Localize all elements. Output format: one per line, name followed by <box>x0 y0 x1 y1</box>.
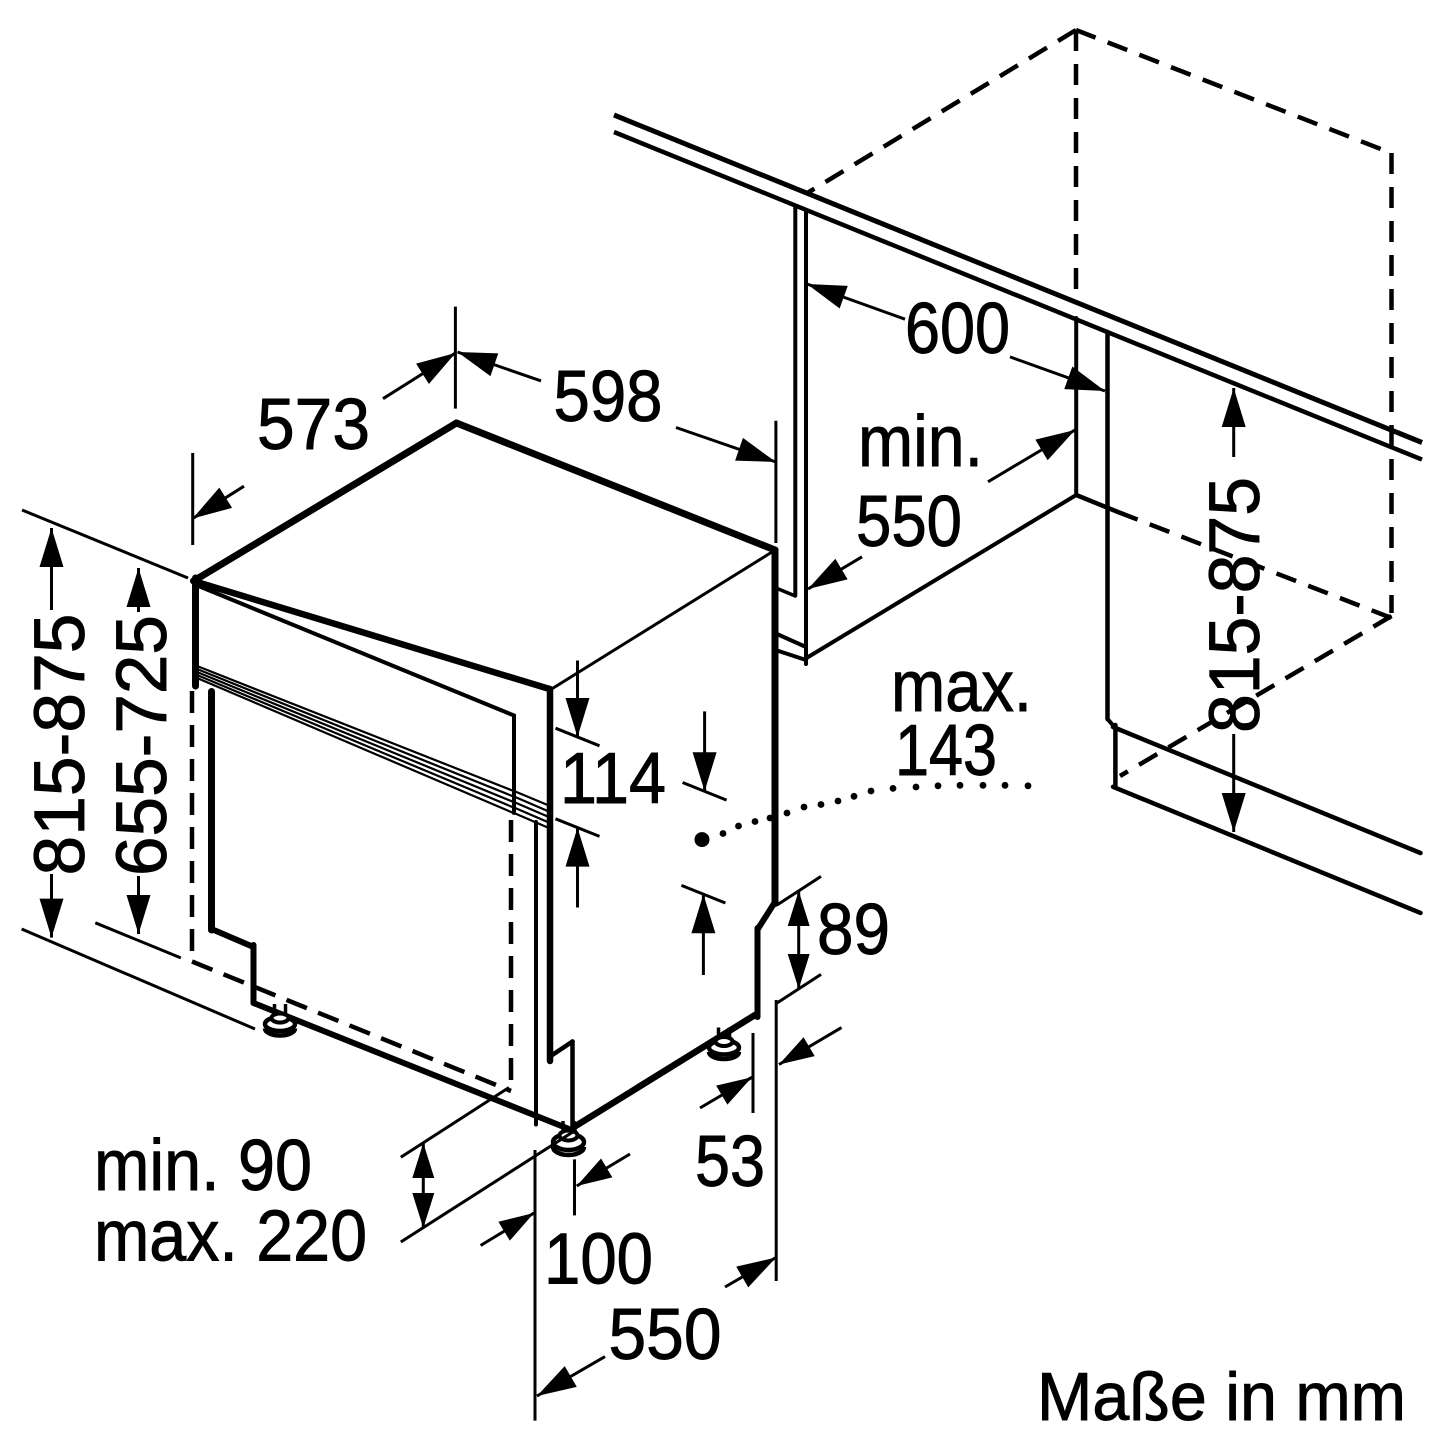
svg-text:655-725: 655-725 <box>103 615 182 876</box>
svg-text:53: 53 <box>695 1122 765 1202</box>
svg-text:600: 600 <box>905 289 1010 369</box>
svg-text:min.: min. <box>858 402 983 482</box>
svg-text:114: 114 <box>560 739 666 819</box>
svg-text:Maße in mm: Maße in mm <box>1037 1359 1406 1435</box>
svg-text:550: 550 <box>609 1295 722 1375</box>
svg-text:max. 220: max. 220 <box>94 1197 367 1277</box>
svg-text:max.: max. <box>891 647 1032 727</box>
svg-text:min. 90: min. 90 <box>94 1126 312 1206</box>
svg-text:573: 573 <box>257 385 370 465</box>
svg-text:143: 143 <box>895 711 997 791</box>
svg-text:89: 89 <box>817 890 890 970</box>
svg-text:815-875: 815-875 <box>21 614 100 876</box>
svg-text:815-875: 815-875 <box>1196 477 1275 733</box>
svg-text:550: 550 <box>856 482 962 562</box>
svg-text:100: 100 <box>544 1220 653 1300</box>
svg-text:598: 598 <box>554 357 663 437</box>
